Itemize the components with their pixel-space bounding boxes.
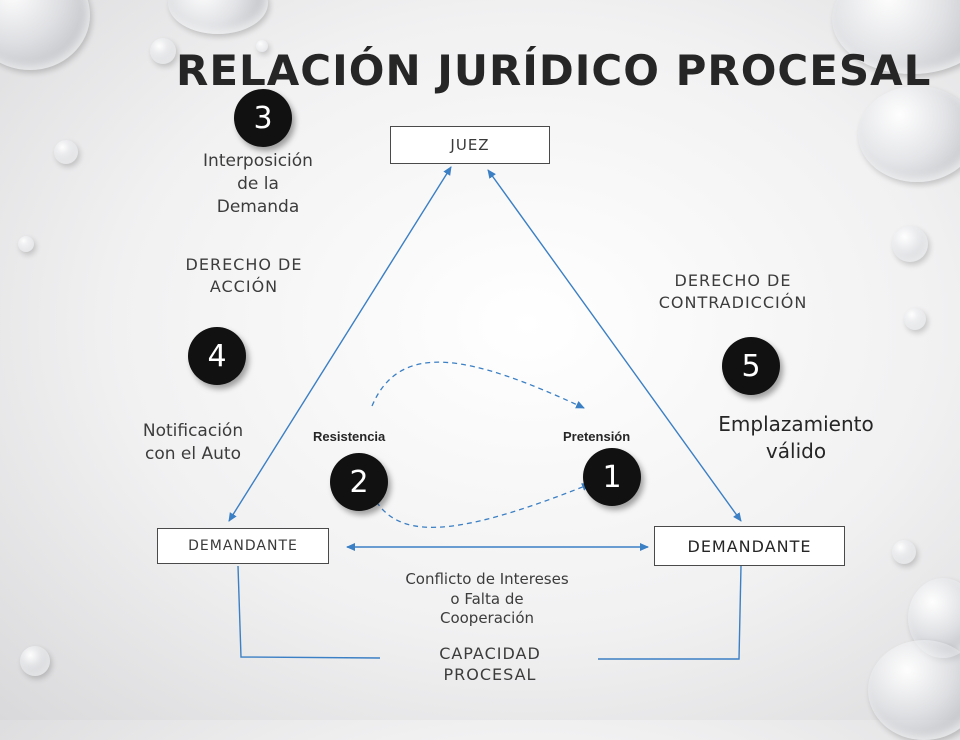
label-line: DERECHO DE	[674, 271, 792, 290]
demandante-right-label: DEMANDANTE	[687, 536, 812, 556]
water-drop	[20, 646, 50, 676]
label-conflicto: Conflicto de Intereses o Falta de Cooper…	[376, 570, 598, 629]
water-drop	[256, 40, 268, 52]
step-badge-5: 5	[722, 337, 780, 395]
step-badge-3: 3	[234, 89, 292, 147]
step-number: 3	[253, 100, 273, 136]
label-derecho-contradiccion: DERECHO DE CONTRADICCIÓN	[628, 270, 838, 313]
water-drop	[858, 86, 960, 182]
label-line: Conflicto de Intereses	[405, 570, 569, 588]
step-badge-1: 1	[583, 448, 641, 506]
dashed-arrow-pretension	[371, 483, 591, 528]
label-resistencia: Resistencia	[313, 429, 386, 444]
label-line: Notificación	[142, 421, 244, 441]
juez-label: JUEZ	[450, 136, 490, 154]
label-line: o Falta de	[450, 589, 524, 608]
water-drop	[150, 38, 176, 64]
water-drop	[904, 308, 926, 330]
label-pretension: Pretensión	[563, 429, 631, 444]
label-line: Interposición	[203, 151, 313, 171]
demandante-right-box: DEMANDANTE	[654, 526, 845, 566]
label-capacidad-procesal: CAPACIDAD PROCESAL	[400, 644, 580, 686]
label-line: de la	[237, 173, 279, 194]
connector-capacidad-left	[237, 565, 381, 659]
label-line: PROCESAL	[443, 664, 537, 684]
label-interposicion: Interposición de la Demanda	[188, 150, 328, 219]
arrow-juez-right	[487, 169, 742, 522]
label-line: válido	[765, 439, 827, 463]
label-notificacion: Notificación con el Auto	[118, 420, 268, 466]
label-line: Emplazamiento	[718, 412, 874, 436]
connector-capacidad-right	[598, 565, 742, 660]
arrow-juez-left	[228, 166, 452, 522]
demandante-left-box: DEMANDANTE	[157, 528, 329, 564]
label-line: con el Auto	[145, 443, 241, 464]
label-line: Cooperación	[439, 609, 535, 627]
water-drop	[892, 540, 916, 564]
label-line: CAPACIDAD	[439, 644, 541, 663]
step-badge-4: 4	[188, 327, 246, 385]
page-title: RELACIÓN JURÍDICO PROCESAL	[176, 46, 932, 95]
label-line: CONTRADICCIÓN	[658, 292, 808, 312]
label-derecho-accion: DERECHO DE ACCIÓN	[160, 254, 328, 297]
water-drop	[892, 226, 928, 262]
step-number: 2	[349, 464, 369, 500]
step-number: 5	[741, 348, 761, 384]
dashed-arrow-resistencia	[371, 361, 585, 409]
step-number: 4	[207, 338, 227, 374]
label-line: ACCIÓN	[209, 276, 279, 296]
step-badge-2: 2	[330, 453, 388, 511]
label-line: Demanda	[216, 196, 300, 217]
step-number: 1	[602, 459, 622, 495]
label-emplazamiento: Emplazamiento válido	[696, 411, 896, 465]
juez-box: JUEZ	[390, 126, 550, 164]
water-drop	[18, 236, 34, 252]
diagram-connectors	[228, 166, 742, 660]
label-line: DERECHO DE	[185, 255, 303, 274]
water-drop	[54, 140, 78, 164]
demandante-left-label: DEMANDANTE	[188, 538, 298, 554]
